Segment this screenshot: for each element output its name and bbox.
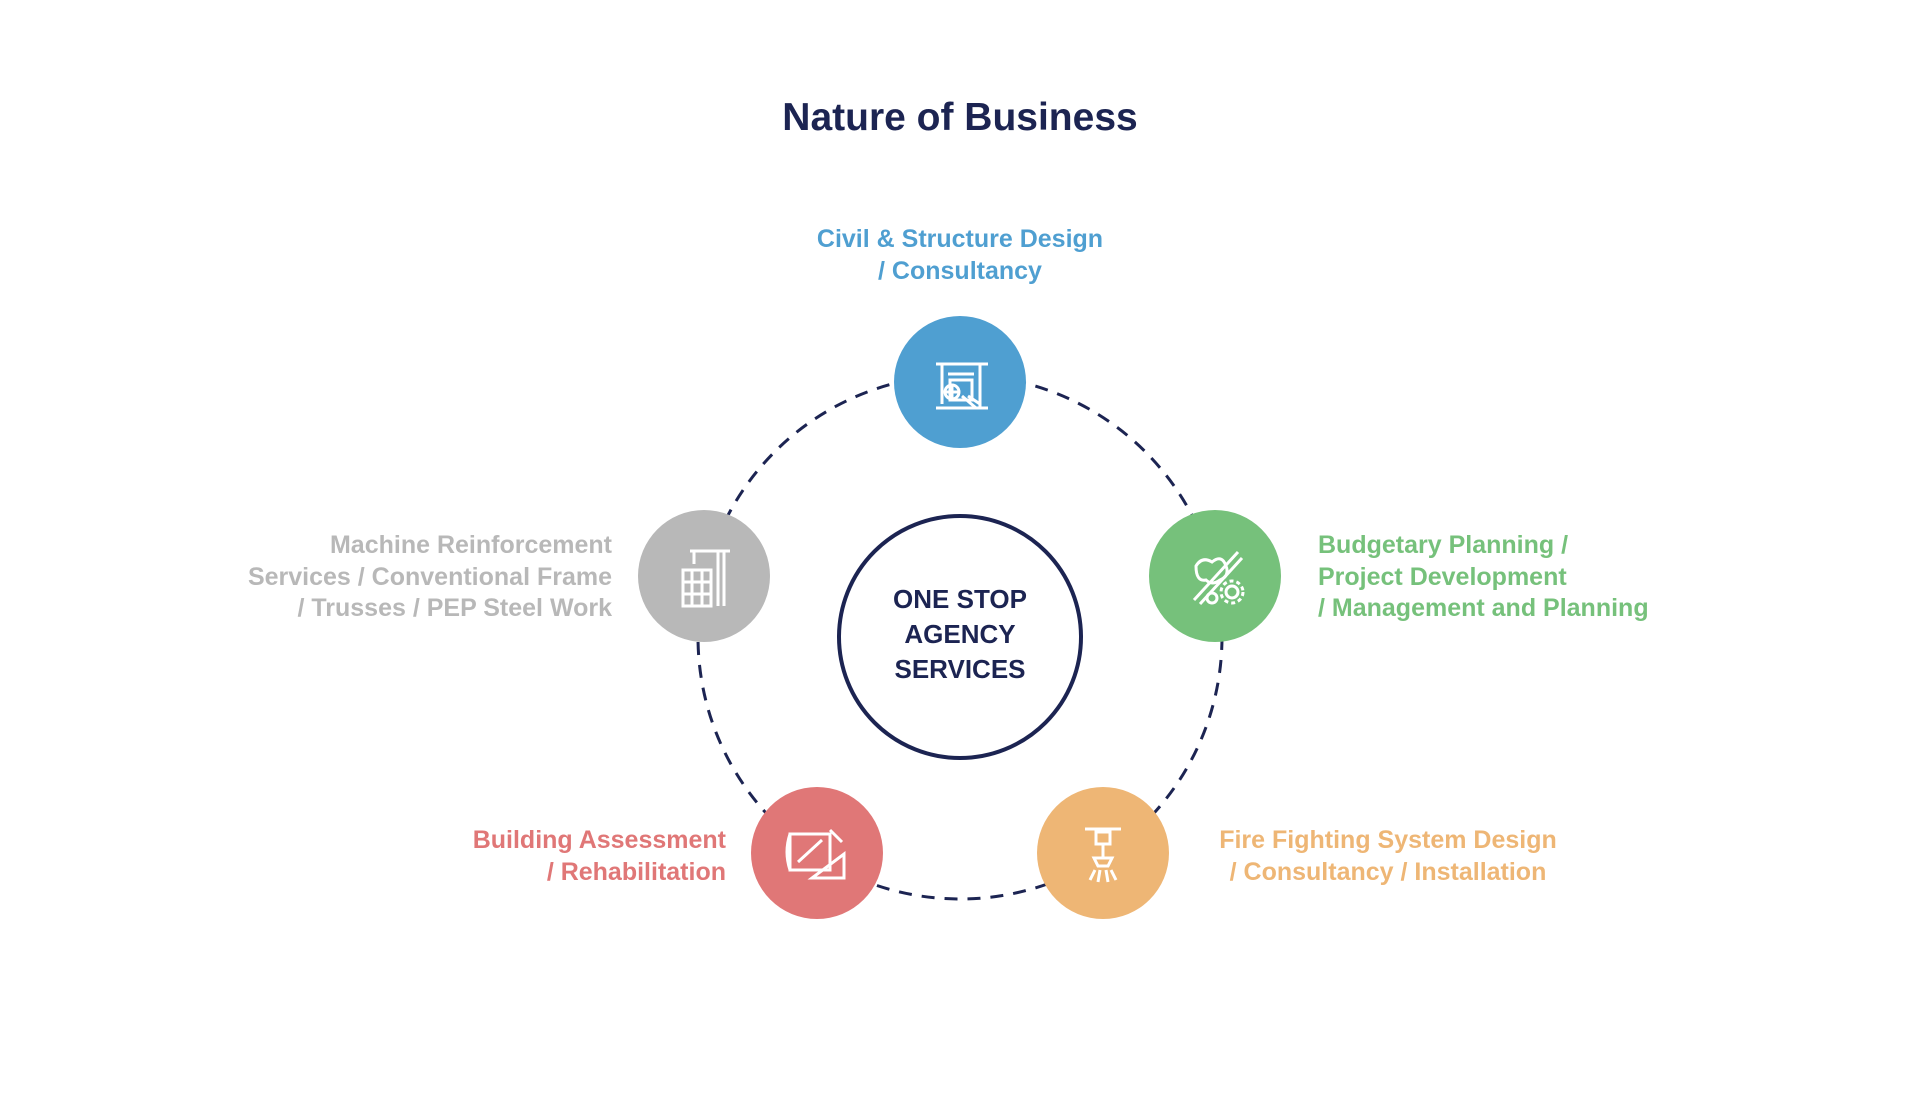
service-node-machine[interactable] (638, 510, 770, 642)
service-node-fire[interactable] (1037, 787, 1169, 919)
service-label-line: / Management and Planning (1318, 594, 1649, 622)
service-label-line: Budgetary Planning / (1318, 531, 1569, 559)
service-label-line: Project Development (1318, 562, 1567, 591)
service-label-line: Fire Fighting System Design (1219, 826, 1557, 854)
planning-gears-icon (1192, 550, 1245, 606)
service-label-assessment: Building Assessment / Rehabilitation (330, 825, 726, 888)
service-label-civil: Civil & Structure Design / Consultancy (760, 224, 1160, 287)
center-line: SERVICES (894, 654, 1026, 684)
service-node-assessment[interactable] (751, 787, 883, 919)
service-node-budgetary[interactable] (1149, 510, 1281, 642)
service-label-line: Services / Conventional Frame (247, 562, 612, 591)
service-label-machine: Machine Reinforcement Services / Convent… (212, 530, 612, 625)
service-label-line: Machine Reinforcement (329, 531, 612, 559)
service-label-line: Civil & Structure Design (816, 225, 1104, 253)
service-label-line: / Consultancy (878, 256, 1042, 285)
center-label: ONE STOP AGENCY SERVICES (840, 582, 1080, 687)
center-line: AGENCY (904, 619, 1016, 649)
service-node-circle (894, 316, 1026, 448)
blueprint-ruler-icon (785, 828, 846, 880)
service-label-line: Building Assessment (472, 826, 726, 854)
page-title: Nature of Business (782, 96, 1138, 139)
construction-crane-icon (936, 362, 988, 410)
service-label-line: / Rehabilitation (546, 857, 726, 886)
service-node-civil[interactable] (894, 316, 1026, 448)
tower-crane-building-icon (681, 549, 730, 608)
service-node-circle (638, 510, 770, 642)
fire-sprinkler-icon (1085, 827, 1121, 883)
service-node-circle (751, 787, 883, 919)
center-circle (837, 514, 1083, 760)
service-label-fire: Fire Fighting System Design / Consultanc… (1188, 825, 1588, 888)
center-line: ONE STOP (893, 584, 1027, 614)
service-label-line: / Trusses / PEP Steel Work (297, 594, 612, 622)
service-label-line: / Consultancy / Installation (1229, 857, 1547, 886)
service-label-budgetary: Budgetary Planning / Project Development… (1318, 530, 1758, 625)
